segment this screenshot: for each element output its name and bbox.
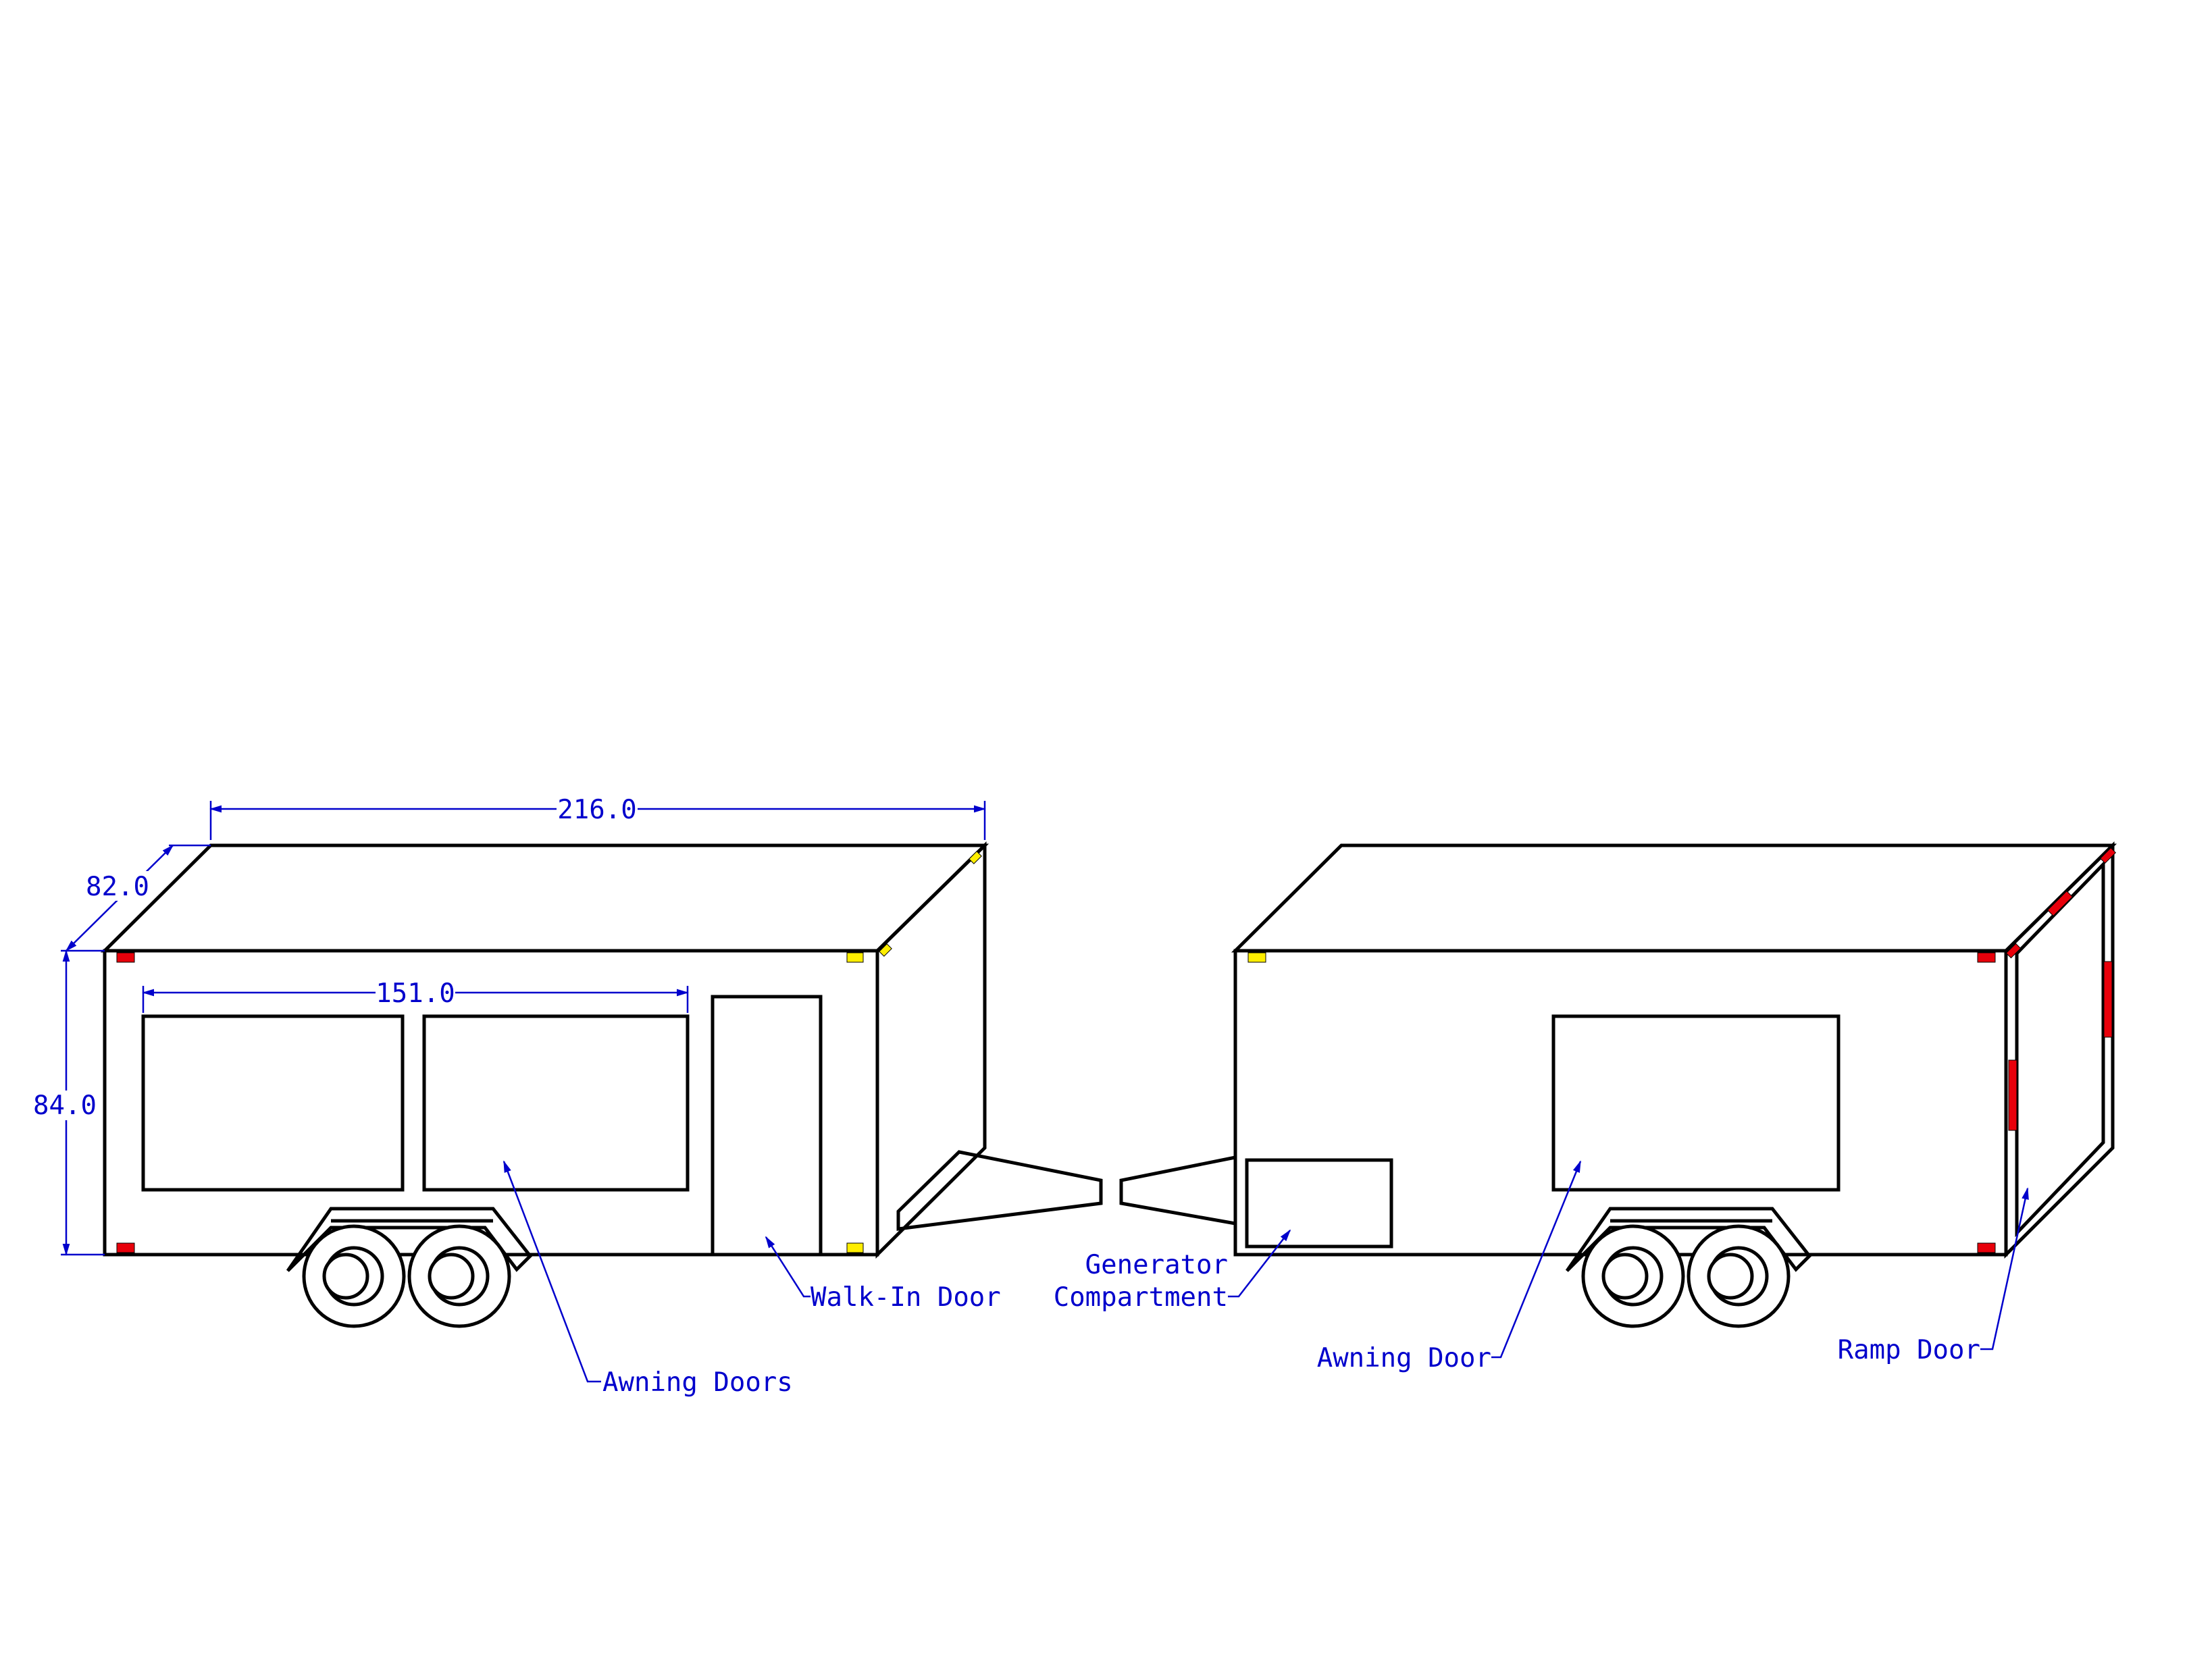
ramp-door-frame bbox=[2015, 860, 2105, 1238]
right-tongue bbox=[1119, 1155, 1237, 1226]
right-awning-door bbox=[1551, 1014, 1841, 1192]
left-trailer-end-face bbox=[875, 841, 987, 1259]
marker-light-yellow bbox=[879, 943, 892, 957]
marker-light-red bbox=[1977, 1242, 1996, 1253]
marker-light-red bbox=[1977, 952, 1996, 963]
depth-dimension-label: 82.0 bbox=[86, 872, 149, 902]
left-trailer bbox=[100, 841, 1103, 1328]
left-awning-door-panel-2 bbox=[422, 1014, 690, 1192]
marker-light-yellow bbox=[846, 952, 864, 963]
marker-light-yellow bbox=[1247, 952, 1266, 963]
dimensions: 216.0 82.0 84.0 151.0 bbox=[31, 794, 986, 1256]
height-dimension-label: 84.0 bbox=[33, 1091, 97, 1121]
callout-awning-doors: Awning Doors bbox=[602, 1367, 793, 1398]
awning-span-dimension-label: 151.0 bbox=[376, 978, 455, 1009]
callouts: Awning Doors Walk-In Door Generator Comp… bbox=[503, 1160, 2029, 1398]
left-awning-door-panel-1 bbox=[141, 1014, 405, 1192]
right-trailer-roof bbox=[1231, 843, 2117, 953]
callout-generator-line2: Compartment bbox=[1054, 1282, 1228, 1313]
ramp-reflector-red bbox=[2005, 943, 2022, 959]
ramp-reflector-red bbox=[2047, 890, 2074, 917]
right-trailer bbox=[1119, 841, 2117, 1328]
right-wheel-1 bbox=[1581, 1224, 1685, 1328]
left-tongue bbox=[896, 1150, 1103, 1231]
right-trailer-rear-face bbox=[2004, 841, 2115, 1259]
generator-compartment bbox=[1245, 1158, 1393, 1249]
marker-light-yellow bbox=[846, 1242, 864, 1253]
callout-generator-line1: Generator bbox=[1085, 1250, 1228, 1280]
length-dimension-label: 216.0 bbox=[557, 795, 636, 825]
marker-light-red bbox=[116, 952, 135, 963]
ramp-reflector-red bbox=[2103, 961, 2113, 1038]
marker-light-yellow bbox=[969, 851, 982, 864]
ramp-reflector-red bbox=[2008, 1059, 2017, 1131]
callout-awning-door: Awning Door bbox=[1317, 1343, 1491, 1373]
left-wheel-2 bbox=[407, 1224, 511, 1328]
walk-in-door bbox=[711, 995, 823, 1257]
callout-walk-in-door: Walk-In Door bbox=[811, 1282, 1001, 1313]
ramp-reflector-red bbox=[2099, 847, 2117, 864]
left-trailer-roof bbox=[100, 843, 989, 953]
marker-light-red bbox=[116, 1242, 135, 1253]
callout-ramp-door: Ramp Door bbox=[1838, 1335, 1980, 1365]
left-wheel-1 bbox=[302, 1224, 406, 1328]
right-wheel-2 bbox=[1687, 1224, 1791, 1328]
